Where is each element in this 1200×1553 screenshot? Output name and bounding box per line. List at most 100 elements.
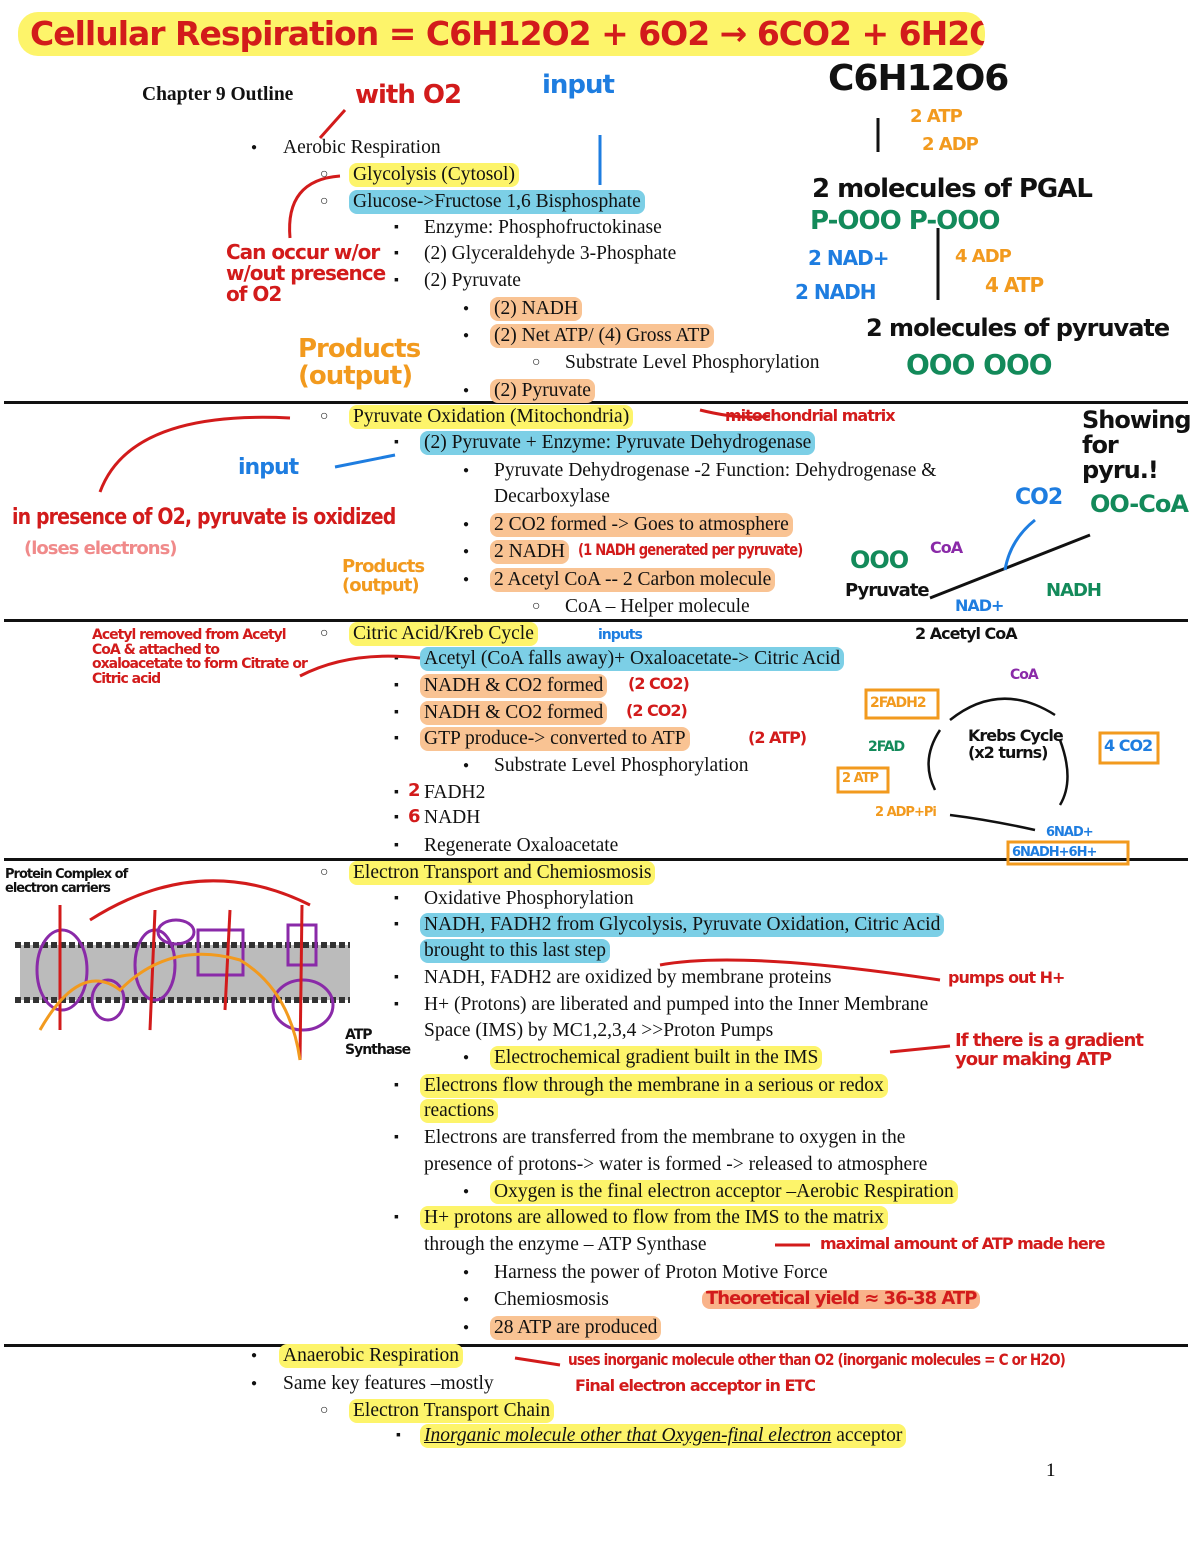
handwritten-note: in presence of O2, pyruvate is oxidized bbox=[12, 505, 396, 530]
bullet-marker: ○ bbox=[320, 194, 329, 209]
handwritten-note: OOO bbox=[850, 546, 909, 574]
title-annotation: Cellular Respiration = C6H12O2 + 6O2 → 6… bbox=[18, 12, 985, 56]
outline-line: Same key features –mostly bbox=[283, 1373, 494, 1394]
outline-line: Electrons flow through the membrane in a… bbox=[420, 1074, 888, 1098]
bullet-marker: ▪ bbox=[394, 220, 399, 235]
outline-line: Glucose->Fructose 1,6 Bisphosphate bbox=[349, 190, 645, 214]
outline-line: (2) Glyceraldehyde 3-Phosphate bbox=[424, 243, 677, 264]
bullet-marker: ● bbox=[463, 1267, 470, 1278]
bullet-marker: ▪ bbox=[394, 678, 399, 693]
bullet-marker: ○ bbox=[320, 626, 329, 641]
underlined-italic-text: Inorganic molecule other that Oxygen-fin… bbox=[424, 1425, 832, 1446]
bullet-marker: ▪ bbox=[394, 1130, 399, 1145]
outline-line: Chemiosmosis bbox=[494, 1289, 609, 1310]
bullet-marker: ▪ bbox=[394, 1210, 399, 1225]
handwritten-note: 2 ADP+Pi bbox=[875, 805, 937, 820]
handwritten-note: 2 ATP bbox=[910, 106, 963, 127]
handwritten-note: CoA bbox=[930, 538, 963, 557]
outline-line: Regenerate Oxaloacetate bbox=[424, 835, 619, 856]
outline-line: Electron Transport and Chemiosmosis bbox=[349, 861, 656, 885]
section-divider bbox=[4, 619, 1188, 622]
outline-line: Aerobic Respiration bbox=[283, 137, 441, 158]
bullet-marker: ▪ bbox=[394, 997, 399, 1012]
outline-line: Pyruvate Oxidation (Mitochondria) bbox=[349, 405, 634, 429]
bullet-marker: ● bbox=[463, 465, 470, 476]
handwritten-note: Acetyl removed from Acetyl CoA & attache… bbox=[92, 627, 308, 688]
bullet-marker: ○ bbox=[320, 409, 329, 424]
handwritten-note: input bbox=[238, 455, 299, 480]
handwritten-note: 2 ADP bbox=[922, 134, 979, 155]
bullet-marker: ● bbox=[251, 142, 258, 153]
handwritten-note: CoA bbox=[1010, 667, 1039, 683]
outline-line: NADH & CO2 formed bbox=[420, 701, 608, 725]
outline-line: CoA – Helper molecule bbox=[565, 596, 750, 617]
bullet-marker: ▪ bbox=[394, 810, 399, 825]
outline-line: Electrons are transferred from the membr… bbox=[424, 1127, 906, 1148]
handwritten-note: Pyruvate bbox=[845, 580, 930, 601]
handwritten-note: Theoretical yield ≈ 36-38 ATP bbox=[702, 1289, 981, 1309]
bullet-marker: ○ bbox=[532, 599, 541, 614]
handwritten-note: 6NAD+ bbox=[1046, 825, 1094, 840]
handwritten-note: NADH bbox=[1046, 580, 1102, 601]
outline-line: NADH, FADH2 are oxidized by membrane pro… bbox=[424, 967, 832, 988]
handwritten-note: P-OOO P-OOO bbox=[810, 206, 1000, 236]
section-divider bbox=[4, 401, 1188, 404]
protein-complexes bbox=[35, 918, 335, 1032]
bullet-marker: ● bbox=[463, 385, 470, 396]
outline-line: 2 Acetyl CoA -- 2 Carbon molecule bbox=[490, 568, 776, 592]
outline-line: (2) Net ATP/ (4) Gross ATP bbox=[490, 324, 715, 348]
outline-line: H+ protons are allowed to flow from the … bbox=[420, 1206, 888, 1230]
handwritten-note: Can occur w/or w/out presence of O2 bbox=[226, 240, 386, 306]
bullet-marker: ▪ bbox=[394, 273, 399, 288]
handwritten-note: OOO OOO bbox=[906, 348, 1053, 381]
orange-boxes bbox=[836, 688, 1160, 866]
handwritten-note: If there is a gradient your making ATP bbox=[955, 1030, 1144, 1070]
handwritten-note: with O2 bbox=[355, 80, 462, 110]
outline-line: NADH, FADH2 from Glycolysis, Pyruvate Ox… bbox=[420, 913, 945, 937]
bullet-marker: ▪ bbox=[394, 970, 399, 985]
handwritten-note: C6H12O6 bbox=[828, 58, 1009, 99]
handwritten-note: Products (output) bbox=[342, 556, 425, 596]
outline-line: reactions bbox=[420, 1099, 499, 1123]
bullet-marker: ▪ bbox=[394, 731, 399, 746]
outline-line: presence of protons-> water is formed ->… bbox=[424, 1154, 928, 1175]
handwritten-note: inputs bbox=[598, 627, 643, 643]
bullet-marker: ▪ bbox=[394, 838, 399, 853]
handwritten-note: Showing for pyru.! bbox=[1082, 406, 1192, 485]
handwritten-note: (2 ATP) bbox=[748, 728, 807, 747]
bullet-marker: ○ bbox=[532, 355, 541, 370]
bullet-marker: ▪ bbox=[394, 246, 399, 261]
handwritten-note: Krebs Cycle (x2 turns) bbox=[968, 726, 1064, 762]
bullet-marker: ▪ bbox=[394, 1078, 399, 1093]
bullet-marker: ● bbox=[463, 519, 470, 530]
handwritten-note: Final electron acceptor in ETC bbox=[575, 1376, 816, 1395]
handwritten-note: 2 molecules of PGAL bbox=[812, 174, 1093, 204]
outline-line: Substrate Level Phosphorylation bbox=[565, 352, 820, 373]
outline-line: (2) Pyruvate bbox=[490, 379, 595, 403]
outline-line: Pyruvate Dehydrogenase -2 Function: Dehy… bbox=[494, 460, 937, 481]
outline-line: Oxygen is the final electron acceptor –A… bbox=[490, 1180, 958, 1204]
outline-line: Harness the power of Proton Motive Force bbox=[494, 1262, 828, 1283]
handwritten-note: OO-CoA bbox=[1090, 490, 1189, 518]
bullet-marker: ● bbox=[463, 330, 470, 341]
bullet-marker: ▪ bbox=[394, 651, 399, 666]
handwritten-note: pumps out H+ bbox=[948, 968, 1065, 987]
outline-line: 2 NADH bbox=[490, 540, 569, 564]
handwritten-note: 2 molecules of pyruvate bbox=[866, 314, 1170, 342]
outline-line: GTP produce-> converted to ATP bbox=[420, 727, 690, 751]
handwritten-note: 2FAD bbox=[868, 739, 905, 755]
electron-path bbox=[38, 952, 302, 1061]
handwritten-note: Protein Complex of electron carriers bbox=[5, 867, 128, 896]
outline-line: Glycolysis (Cytosol) bbox=[349, 163, 519, 187]
membrane-bilayer bbox=[15, 942, 350, 1003]
outline-line: Substrate Level Phosphorylation bbox=[494, 755, 749, 776]
bullet-marker: ▪ bbox=[394, 435, 399, 450]
outline-line: through the enzyme – ATP Synthase bbox=[424, 1234, 707, 1255]
bullet-marker: ● bbox=[463, 574, 470, 585]
bullet-marker: ○ bbox=[320, 167, 329, 182]
bullet-marker: ● bbox=[463, 760, 470, 771]
handwritten-note: 4 ADP bbox=[955, 246, 1012, 267]
outline-line: Decarboxylase bbox=[494, 486, 610, 507]
line-rest: acceptor bbox=[831, 1425, 903, 1446]
handwritten-note: 2 bbox=[408, 780, 420, 801]
